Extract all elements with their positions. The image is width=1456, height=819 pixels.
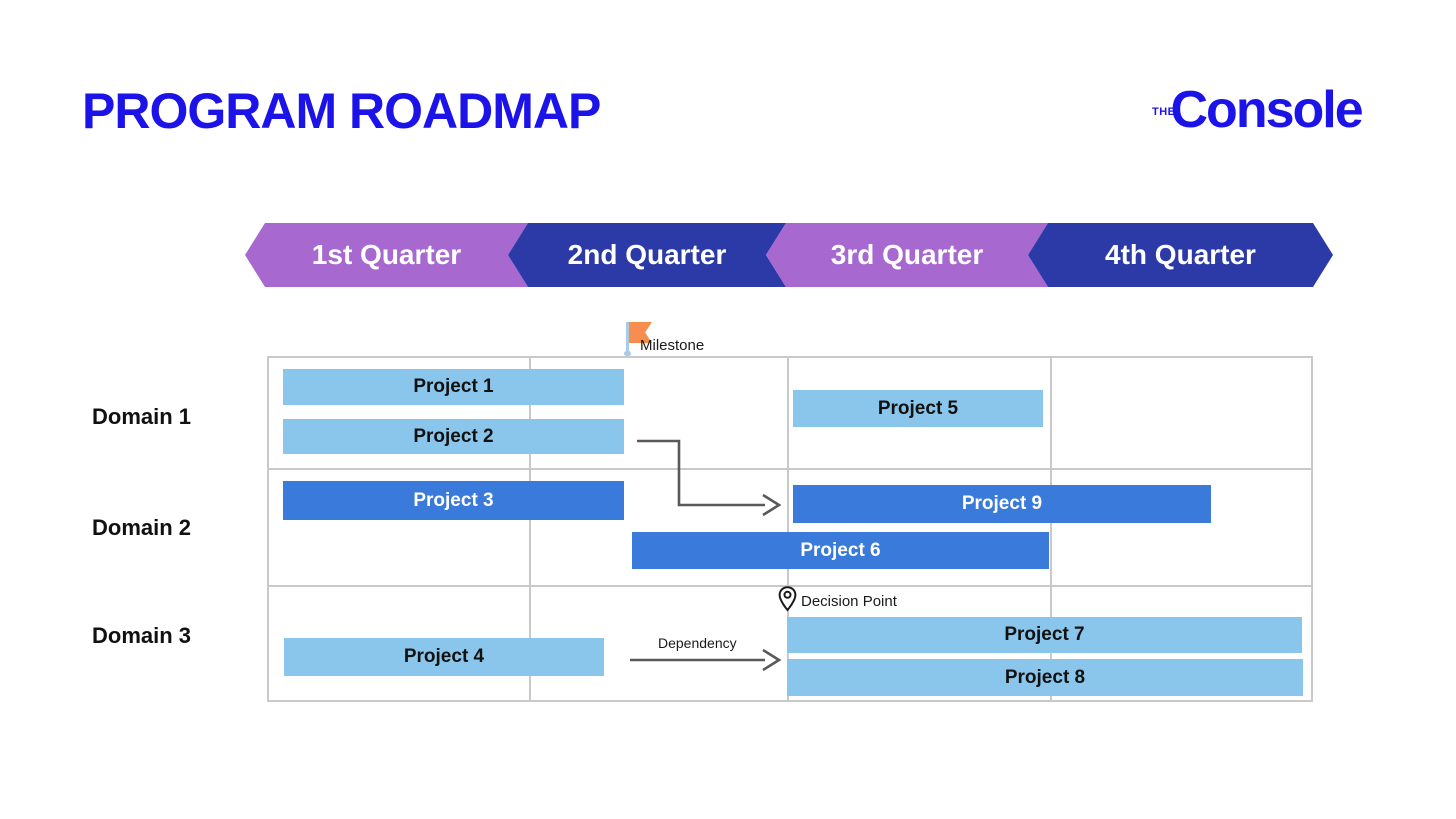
decision-point-pin-icon [778,586,797,612]
quarter-segment-1st: 1st Quarter [245,223,528,287]
grid-column-line [1050,358,1052,700]
bar-project-4: Project 4 [284,638,604,676]
logo-the-text: THE [1152,106,1176,118]
milestone-pole [626,322,629,356]
quarter-segment-2nd: 2nd Quarter [508,223,786,287]
milestone-flag-icon [629,322,652,343]
quarter-label: 3rd Quarter [830,239,984,270]
quarter-label: 4th Quarter [1105,239,1256,270]
domain-label-3: Domain 3 [92,623,192,648]
dependency-label: Dependency [658,635,737,651]
quarter-label: 2nd Quarter [567,239,727,270]
logo-name-text: Console [1170,81,1364,139]
quarter-label: 1st Quarter [311,239,462,270]
milestone-pole-foot [624,351,631,356]
milestone-label: Milestone [640,337,705,354]
quarter-segment-4th: 4th Quarter [1028,223,1333,287]
bar-project-7: Project 7 [787,617,1302,653]
bar-project-1: Project 1 [283,369,624,405]
page-title: PROGRAM ROADMAP [82,83,601,139]
brand-logo: THE Console [1152,81,1364,139]
bar-project-8: Project 8 [787,659,1303,696]
bar-project-5: Project 5 [793,390,1043,427]
domain-label-1: Domain 1 [92,404,192,429]
bar-project-6: Project 6 [632,532,1049,569]
bar-project-2: Project 2 [283,419,624,454]
domain-label-2: Domain 2 [92,515,192,540]
grid-column-line [787,358,789,700]
grid-row-line [269,585,1311,587]
decision-point-label: Decision Point [801,593,897,610]
grid-row-line [269,468,1311,470]
quarter-segment-3rd: 3rd Quarter [766,223,1048,287]
bar-project-9: Project 9 [793,485,1211,523]
grid-column-line [529,358,531,700]
bar-project-3: Project 3 [283,481,624,520]
